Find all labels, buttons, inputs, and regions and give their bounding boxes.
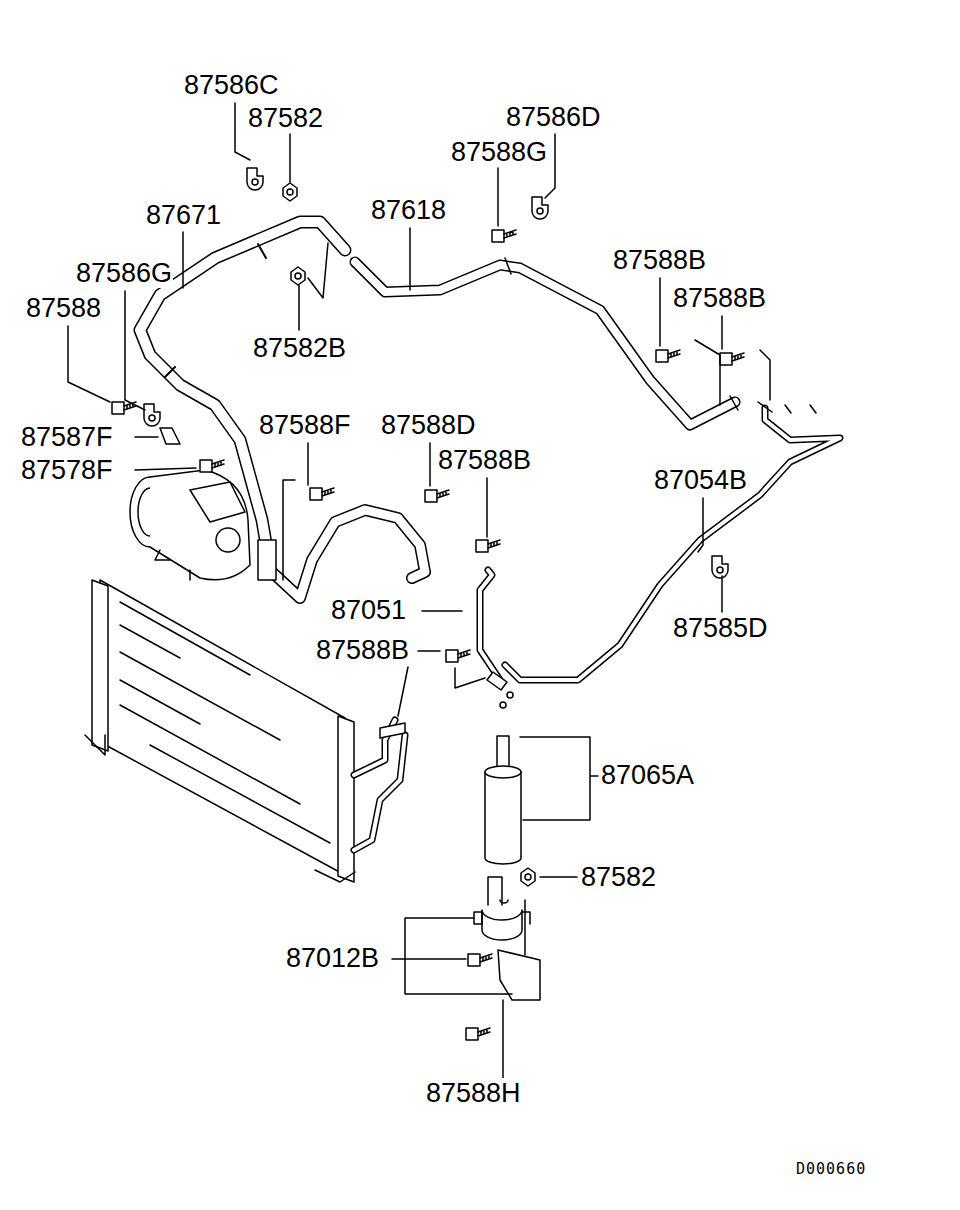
drawing-code: D000660 [795, 1160, 867, 1178]
callout-number: 87582 [580, 862, 657, 892]
callout-number: 87588H [425, 1078, 522, 1108]
callout-number: 87578F [20, 455, 114, 485]
callout-number: 87588B [315, 635, 410, 665]
callout-number: 87012B [285, 943, 380, 973]
callout-number: 87588B [672, 283, 767, 313]
callout-number: 87588D [380, 410, 477, 440]
callout-number: 87065A [600, 760, 695, 790]
callout-number: 87586C [183, 70, 280, 100]
callout-number: 87588 [25, 293, 102, 323]
callout-number: 87586D [505, 102, 602, 132]
callout-number: 87671 [145, 200, 222, 230]
callout-number: 87054B [653, 465, 748, 495]
callout-number: 87588F [258, 410, 352, 440]
callout-number: 87585D [672, 613, 769, 643]
callout-number: 87588B [612, 245, 707, 275]
callout-number: 87582B [252, 333, 347, 363]
callout-number: 87582 [247, 103, 324, 133]
callout-number: 87051 [330, 595, 407, 625]
callout-number: 87586G [75, 258, 173, 288]
callout-number: 87588G [450, 137, 548, 167]
callout-number: 87588B [437, 445, 532, 475]
callout-number: 87587F [20, 422, 114, 452]
callout-number: 87618 [370, 195, 447, 225]
